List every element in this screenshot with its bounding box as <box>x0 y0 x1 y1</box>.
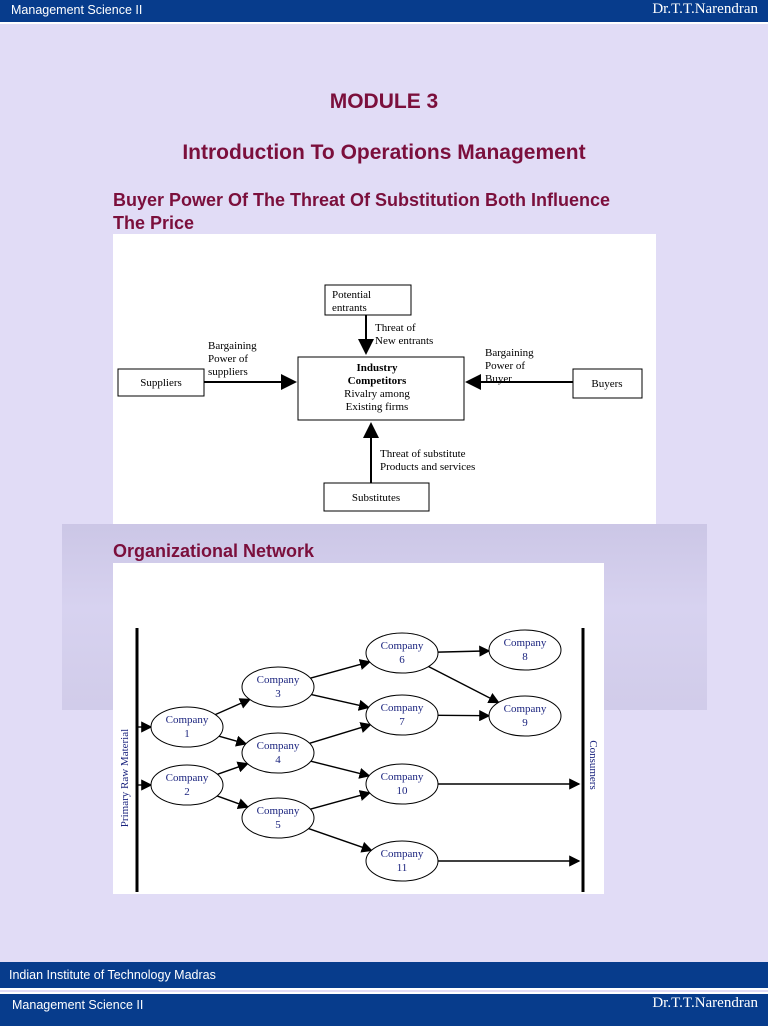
company-word: Company <box>381 702 424 714</box>
company-number: 3 <box>275 688 281 700</box>
bargaining-buyer-1: Bargaining <box>485 347 534 359</box>
consumers-label: Consumers <box>587 740 599 790</box>
network-edge <box>309 829 372 851</box>
network-edge <box>311 695 368 708</box>
company-node-ellipse <box>366 633 438 673</box>
module-title: MODULE 3 <box>0 90 768 114</box>
company-number: 8 <box>522 651 528 663</box>
network-edge <box>310 662 369 678</box>
company-number: 6 <box>399 654 405 666</box>
company-node-ellipse <box>489 630 561 670</box>
potential-entrants-label-2: entrants <box>332 302 367 314</box>
header-bar: Management Science II Dr.T.T.Narendran <box>0 0 768 24</box>
bargaining-buyer-3: Buyer <box>485 373 512 385</box>
company-node-2: Company 2 <box>151 765 223 805</box>
potential-entrants-label-1: Potential <box>332 289 371 301</box>
company-number: 9 <box>522 717 528 729</box>
company-node-8: Company 8 <box>489 630 561 670</box>
bargaining-suppliers-3: suppliers <box>208 366 248 378</box>
company-node-7: Company 7 <box>366 695 438 735</box>
company-node-10: Company 10 <box>366 764 438 804</box>
header-course: Management Science II <box>11 3 142 17</box>
company-number: 5 <box>275 819 281 831</box>
page-title: Introduction To Operations Management <box>0 141 768 165</box>
company-node-ellipse <box>242 667 314 707</box>
network-edge <box>428 667 498 703</box>
threat-substitute-1: Threat of substitute <box>380 448 466 460</box>
header-author: Dr.T.T.Narendran <box>652 1 758 18</box>
network-edge <box>438 651 489 652</box>
company-node-ellipse <box>366 841 438 881</box>
company-node-ellipse <box>151 707 223 747</box>
network-edge <box>215 699 250 714</box>
primary-raw-material-label: Primary Raw Material <box>119 729 131 827</box>
industry-label-4: Existing firms <box>346 401 409 413</box>
suppliers-label: Suppliers <box>140 377 182 389</box>
bargaining-buyer-2: Power of <box>485 360 525 372</box>
section-heading-organizational-network: Organizational Network <box>113 541 314 562</box>
company-word: Company <box>257 740 300 752</box>
company-number: 10 <box>397 785 409 797</box>
company-word: Company <box>166 714 209 726</box>
company-number: 4 <box>275 754 281 766</box>
footer-author: Dr.T.T.Narendran <box>652 995 758 1012</box>
company-node-ellipse <box>242 733 314 773</box>
substitutes-label: Substitutes <box>352 492 400 504</box>
company-node-ellipse <box>366 764 438 804</box>
industry-label-1: Industry <box>357 362 398 374</box>
company-word: Company <box>381 640 424 652</box>
buyers-label: Buyers <box>591 378 622 390</box>
company-node-9: Company 9 <box>489 696 561 736</box>
network-edge <box>217 764 247 775</box>
company-node-1: Company 1 <box>151 707 223 747</box>
company-node-ellipse <box>242 798 314 838</box>
company-word: Company <box>381 771 424 783</box>
company-word: Company <box>257 674 300 686</box>
company-node-4: Company 4 <box>242 733 314 773</box>
footer-course: Management Science II <box>12 998 143 1012</box>
industry-label-2: Competitors <box>348 375 407 387</box>
company-word: Company <box>166 772 209 784</box>
network-edge <box>310 725 371 744</box>
company-node-3: Company 3 <box>242 667 314 707</box>
company-node-ellipse <box>489 696 561 736</box>
company-node-11: Company 11 <box>366 841 438 881</box>
company-word: Company <box>381 848 424 860</box>
institute-bar: Indian Institute of Technology Madras <box>0 962 768 990</box>
company-node-5: Company 5 <box>242 798 314 838</box>
network-edge <box>311 761 369 776</box>
five-forces-diagram: Potential entrants Threat of New entrant… <box>113 234 656 524</box>
company-word: Company <box>257 805 300 817</box>
company-word: Company <box>504 637 547 649</box>
industry-label-3: Rivalry among <box>344 388 410 400</box>
five-forces-svg: Potential entrants Threat of New entrant… <box>113 234 656 524</box>
bargaining-suppliers-2: Power of <box>208 353 248 365</box>
network-edge <box>310 793 369 809</box>
company-node-ellipse <box>366 695 438 735</box>
threat-new-2: New entrants <box>375 335 433 347</box>
bargaining-suppliers-1: Bargaining <box>208 340 257 352</box>
company-number: 1 <box>184 728 190 740</box>
company-number: 2 <box>184 786 190 798</box>
threat-substitute-2: Products and services <box>380 461 475 473</box>
company-node-ellipse <box>151 765 223 805</box>
network-svg: Primary Raw Material Consumers Company1C… <box>113 563 604 894</box>
institute-name: Indian Institute of Technology Madras <box>9 968 216 982</box>
footer-bar: Management Science II Dr.T.T.Narendran <box>0 992 768 1026</box>
threat-new-1: Threat of <box>375 322 416 334</box>
network-edge <box>217 796 248 807</box>
company-number: 11 <box>397 862 408 874</box>
network-edge <box>219 736 246 744</box>
company-number: 7 <box>399 716 405 728</box>
section-heading-buyer-power: Buyer Power Of The Threat Of Substitutio… <box>113 189 633 235</box>
company-node-6: Company 6 <box>366 633 438 673</box>
company-word: Company <box>504 703 547 715</box>
